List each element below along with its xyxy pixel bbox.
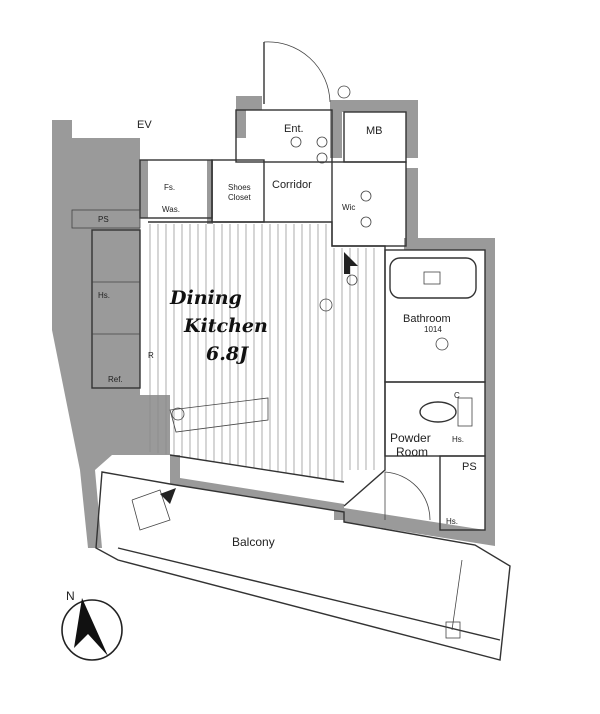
ref-label: Ref. bbox=[108, 375, 123, 384]
toilet-tank-icon bbox=[457, 397, 473, 427]
kitchen-bottom-wall bbox=[170, 455, 344, 520]
balcony-hatch bbox=[131, 489, 171, 531]
room-label: Room bbox=[396, 445, 428, 459]
evacuation-icon bbox=[160, 488, 176, 504]
hs-powder-label: Hs. bbox=[446, 517, 458, 526]
ps-left-box bbox=[71, 209, 141, 229]
light-icon bbox=[316, 152, 328, 164]
wic-label: Wic bbox=[342, 203, 355, 212]
mb-label: MB bbox=[366, 125, 383, 137]
powder-bottom-wall bbox=[344, 508, 495, 546]
front-door-swing bbox=[263, 41, 331, 103]
shoes-closet-wall bbox=[207, 160, 213, 224]
toilet-icon bbox=[419, 401, 457, 423]
ev-label: EV bbox=[137, 119, 152, 131]
hs-left-label: Hs. bbox=[98, 291, 110, 300]
fs-label: Fs. bbox=[164, 183, 175, 192]
bathtub bbox=[389, 257, 477, 299]
right-wall-bath bbox=[404, 238, 495, 536]
floor-stripes bbox=[149, 224, 375, 482]
bathroom-size-label: 1014 bbox=[424, 325, 442, 334]
light-icon bbox=[346, 274, 358, 286]
ps-left-label: PS bbox=[98, 215, 109, 224]
ent-label: Ent. bbox=[284, 123, 304, 135]
top-wall-left bbox=[236, 96, 262, 138]
light-icon bbox=[360, 190, 372, 202]
kitchen-side-box bbox=[91, 229, 141, 389]
light-icon bbox=[360, 216, 372, 228]
north-arrow-icon bbox=[74, 598, 108, 656]
ceiling-light-icon bbox=[319, 298, 333, 312]
washbasin-icon bbox=[435, 337, 449, 351]
mb-box bbox=[343, 111, 407, 163]
entrance-box bbox=[235, 109, 333, 163]
ps-right-label: PS bbox=[462, 461, 477, 473]
shoes-label: Shoes bbox=[228, 183, 251, 192]
kitchen-counter bbox=[169, 397, 269, 433]
corridor-label: Corridor bbox=[272, 179, 312, 191]
closet-label: Closet bbox=[228, 193, 251, 202]
balcony-label: Balcony bbox=[232, 535, 275, 549]
north-label: N bbox=[66, 589, 75, 603]
ceiling-light-icon bbox=[290, 136, 302, 148]
dining-label: Dining bbox=[169, 287, 242, 309]
labels: EV Ent. MB Shoes Closet Corridor Wic PS … bbox=[98, 119, 477, 549]
balcony-area bbox=[95, 471, 511, 661]
tub-faucet-icon bbox=[423, 271, 441, 285]
dining-outline bbox=[148, 221, 386, 507]
r-label: R bbox=[148, 351, 154, 360]
was-label: Was. bbox=[162, 205, 180, 214]
powder-door-swing bbox=[384, 471, 431, 521]
dining-size-label: 6.8J bbox=[206, 343, 250, 365]
right-wall-upper bbox=[404, 168, 418, 250]
room-lines bbox=[71, 41, 486, 531]
kitchen-label: Kitchen bbox=[183, 315, 268, 337]
hs-bath-label: Hs. bbox=[452, 435, 464, 444]
meter-icon bbox=[337, 85, 351, 99]
compass-circle bbox=[61, 599, 123, 661]
bathroom-label: Bathroom bbox=[403, 313, 451, 325]
light-icon bbox=[316, 136, 328, 148]
entrance-arrow-icon bbox=[344, 252, 358, 274]
balcony-drain-icon bbox=[445, 621, 461, 639]
powder-label: Powder bbox=[390, 431, 431, 445]
c-label: C bbox=[454, 391, 460, 400]
compass: N bbox=[61, 589, 123, 661]
ps-powder-box bbox=[439, 455, 486, 531]
sink-icon bbox=[171, 407, 185, 421]
